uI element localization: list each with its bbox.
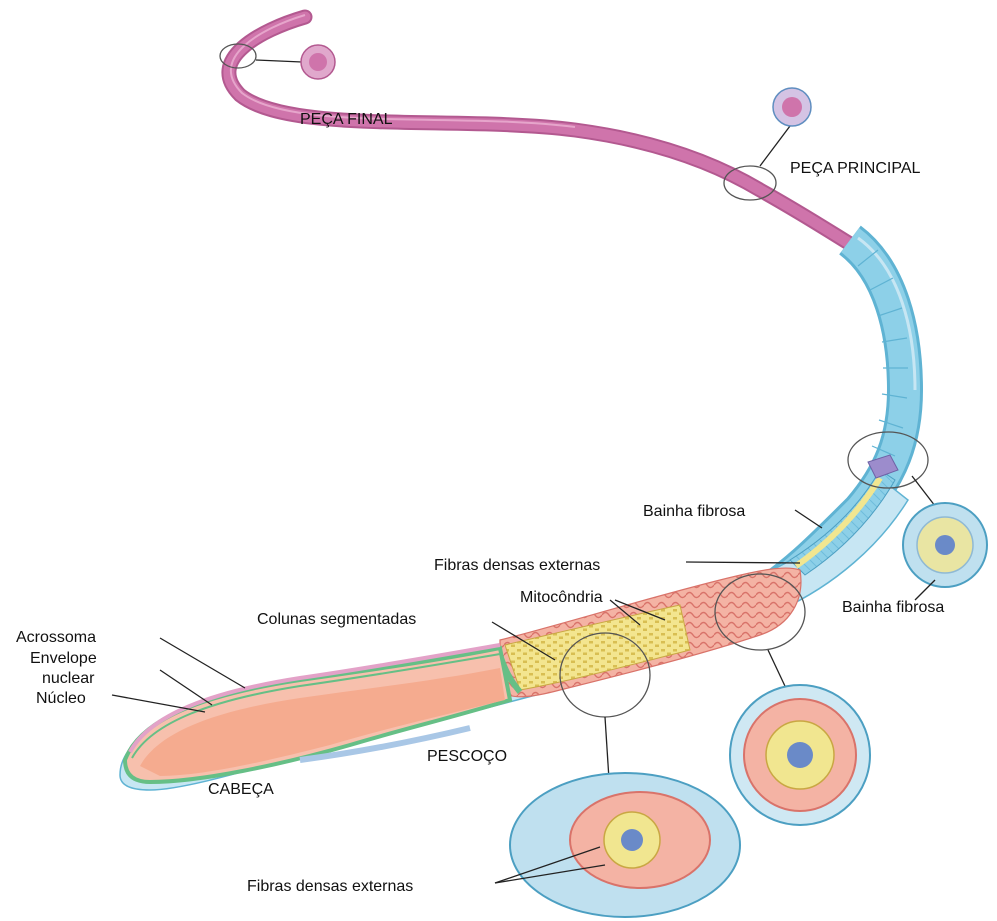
- fibrous-sheath-section-icon: [903, 476, 987, 600]
- label-peca-principal: PEÇA PRINCIPAL: [790, 160, 921, 177]
- end-piece-section-icon: [256, 45, 335, 79]
- label-colunas-segmentadas: Colunas segmentadas: [257, 611, 416, 628]
- label-acrossoma: Acrossoma: [16, 629, 96, 646]
- label-nucleo: Núcleo: [36, 690, 86, 707]
- label-fibras-densas-externas-bottom: Fibras densas externas: [247, 878, 413, 895]
- label-bainha-fibrosa-cross: Bainha fibrosa: [842, 599, 944, 616]
- principal-piece-section-icon: [760, 88, 811, 166]
- label-fibras-densas-externas-top: Fibras densas externas: [434, 557, 600, 574]
- label-peca-final: PEÇA FINAL: [300, 111, 393, 128]
- label-cabeca: CABEÇA: [208, 781, 274, 798]
- label-nuclear: nuclear: [42, 670, 95, 687]
- label-mitocondria: Mitocôndria: [520, 589, 603, 606]
- label-envelope: Envelope: [30, 650, 97, 667]
- label-bainha-fibrosa-tail: Bainha fibrosa: [643, 503, 745, 520]
- middle-piece-section-icon: [730, 650, 870, 825]
- neck-section-icon: [510, 717, 740, 917]
- label-pescoco: PESCOÇO: [427, 748, 507, 765]
